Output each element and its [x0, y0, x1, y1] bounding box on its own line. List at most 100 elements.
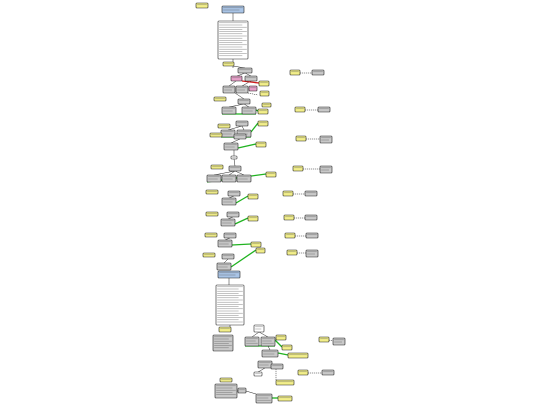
node-19[interactable] — [226, 211, 240, 218]
side-note-1[interactable] — [289, 69, 301, 76]
note-15[interactable] — [205, 211, 219, 217]
side-note-8[interactable] — [286, 249, 298, 256]
node-27[interactable] — [260, 336, 276, 347]
note-6[interactable] — [257, 108, 269, 115]
side-node-5[interactable] — [304, 190, 318, 197]
side-note-5[interactable] — [282, 190, 294, 197]
side-node-10[interactable] — [321, 369, 335, 376]
side-node-7[interactable] — [305, 232, 319, 239]
tag-1[interactable] — [248, 85, 258, 92]
node-8[interactable] — [235, 120, 249, 127]
note-17[interactable] — [204, 232, 218, 238]
node-16[interactable] — [236, 174, 252, 183]
node-31[interactable] — [253, 371, 263, 377]
side-note-3[interactable] — [295, 135, 307, 142]
node-32[interactable] — [237, 387, 247, 394]
note-26[interactable] — [219, 377, 233, 383]
node-15[interactable] — [221, 174, 237, 183]
detail-block-2[interactable] — [214, 383, 238, 399]
side-note-4[interactable] — [292, 165, 304, 172]
note-23[interactable] — [281, 344, 293, 351]
note-14[interactable] — [247, 193, 259, 200]
side-note-6[interactable] — [283, 214, 295, 221]
note-24[interactable] — [287, 352, 309, 359]
node-33[interactable] — [255, 393, 273, 404]
node-11[interactable] — [233, 133, 247, 140]
node-7[interactable] — [241, 106, 257, 115]
note-10[interactable] — [255, 141, 267, 148]
note-2[interactable] — [258, 80, 270, 87]
note-20[interactable] — [202, 252, 216, 258]
note-12[interactable] — [265, 171, 277, 178]
branch-red[interactable] — [230, 75, 243, 82]
note-13[interactable] — [205, 189, 219, 195]
side-note-7[interactable] — [284, 232, 296, 239]
note-21[interactable] — [218, 326, 232, 333]
side-node-8[interactable] — [305, 249, 319, 258]
note-18[interactable] — [250, 241, 262, 248]
node-14[interactable] — [206, 174, 222, 183]
node-21[interactable] — [223, 232, 237, 239]
side-node-4[interactable] — [319, 165, 333, 174]
corner-note[interactable] — [195, 2, 209, 9]
node-28[interactable] — [261, 349, 279, 358]
note-22-box — [275, 334, 287, 341]
node-9[interactable] — [220, 129, 236, 138]
note-1-box — [222, 61, 235, 67]
description-block-box — [217, 20, 249, 60]
node-26[interactable] — [244, 336, 260, 347]
description-block[interactable] — [217, 20, 249, 60]
connector-47 — [245, 390, 257, 395]
node-22[interactable] — [217, 239, 233, 248]
side-note-3-box — [295, 135, 307, 142]
node-13[interactable] — [228, 165, 242, 172]
node-23[interactable] — [221, 253, 235, 260]
start-node[interactable] — [221, 5, 245, 14]
small-node[interactable] — [230, 155, 238, 160]
node-29[interactable] — [257, 360, 273, 369]
side-node-2[interactable] — [317, 106, 331, 113]
node-2[interactable] — [244, 75, 258, 82]
note-5[interactable] — [213, 96, 227, 102]
node-6[interactable] — [221, 106, 237, 115]
note-4[interactable] — [261, 102, 272, 108]
side-note-8-box — [286, 249, 298, 256]
node-24[interactable] — [216, 262, 232, 271]
node-20[interactable] — [220, 218, 236, 227]
note-27[interactable] — [277, 395, 293, 402]
side-note-9[interactable] — [318, 336, 330, 343]
side-node-6[interactable] — [304, 214, 318, 221]
side-node-9[interactable] — [332, 337, 346, 346]
node-1[interactable] — [237, 67, 253, 74]
side-node-1[interactable] — [311, 69, 325, 76]
note-19[interactable] — [255, 247, 266, 254]
detail-block-box — [212, 334, 234, 352]
node-18[interactable] — [221, 197, 237, 206]
node-25[interactable] — [253, 324, 265, 333]
note-1[interactable] — [222, 61, 235, 67]
note-16[interactable] — [247, 215, 259, 222]
note-8[interactable] — [257, 120, 269, 127]
node-3[interactable] — [222, 85, 236, 94]
side-note-5-box — [282, 190, 294, 197]
note-9[interactable] — [209, 132, 223, 138]
side-node-3[interactable] — [319, 135, 333, 144]
node-5[interactable] — [237, 98, 251, 105]
node-4[interactable] — [235, 85, 249, 94]
note-7[interactable] — [217, 123, 231, 129]
node-17[interactable] — [227, 190, 241, 197]
summary-block[interactable] — [215, 284, 245, 326]
node-12[interactable] — [223, 142, 239, 151]
side-note-6-box — [283, 214, 295, 221]
note-11[interactable] — [210, 164, 224, 170]
note-22[interactable] — [275, 334, 287, 341]
note-3[interactable] — [259, 90, 270, 97]
side-note-2[interactable] — [294, 106, 306, 113]
note-25[interactable] — [275, 379, 295, 386]
node-30[interactable] — [270, 363, 284, 370]
side-node-4-box — [319, 165, 333, 174]
side-note-10[interactable] — [297, 369, 309, 376]
detail-block[interactable] — [212, 334, 234, 352]
end-node[interactable] — [217, 270, 241, 279]
connector-3 — [232, 65, 246, 69]
